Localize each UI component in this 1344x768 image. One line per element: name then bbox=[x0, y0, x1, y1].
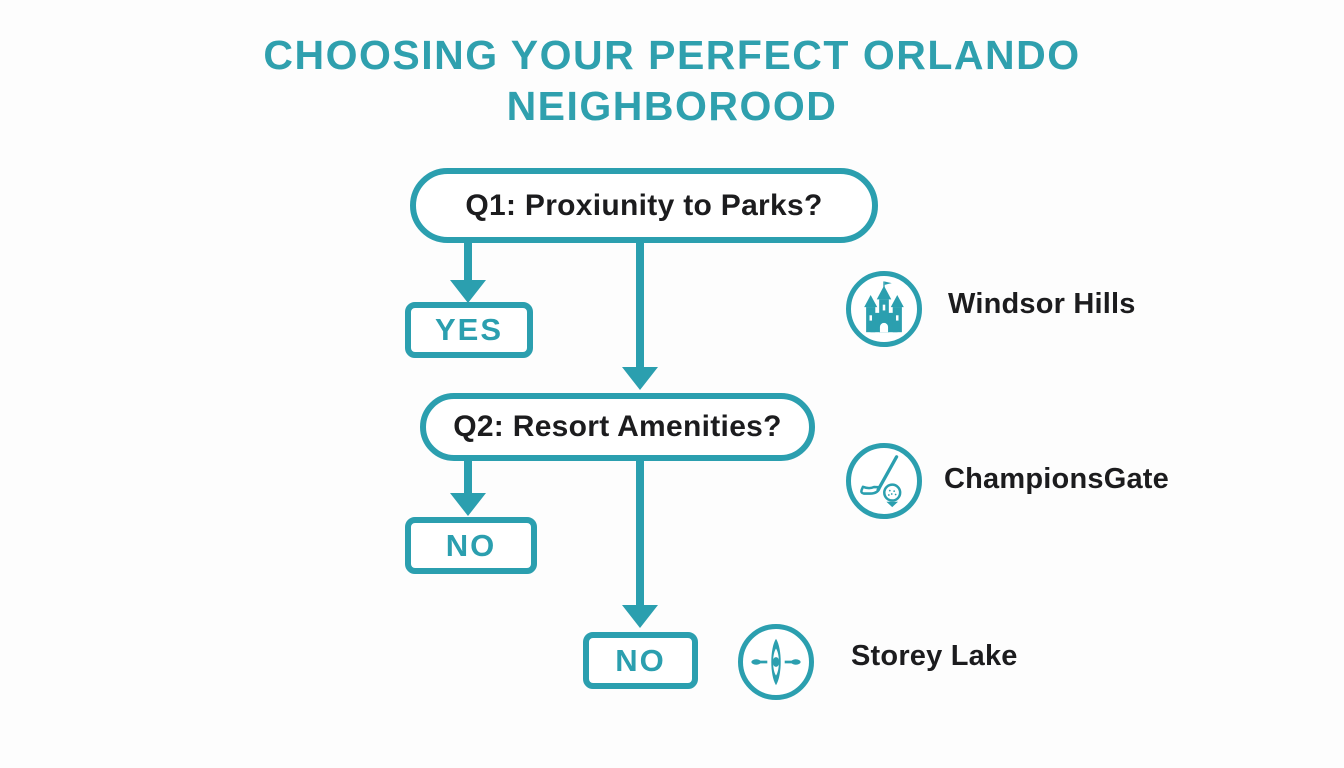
connector-q1-q2 bbox=[636, 241, 644, 369]
q1-label: Q1: Proxiunity to Parks? bbox=[465, 188, 823, 222]
page-title-line2: NEIGHBOROOD bbox=[506, 83, 838, 130]
arrowhead-q2-no2 bbox=[622, 605, 658, 628]
neighborhood-label-windsor-hills: Windsor Hills bbox=[948, 288, 1136, 320]
yes-label: YES bbox=[434, 312, 504, 347]
castle-icon bbox=[846, 271, 922, 347]
neighborhood-label-championsgate: ChampionsGate bbox=[944, 463, 1169, 495]
no2-label: NO bbox=[615, 642, 666, 678]
arrowhead-q2-no bbox=[450, 493, 486, 516]
flowchart-node-no-1: NO bbox=[405, 517, 537, 574]
connector-q2-no bbox=[464, 459, 472, 495]
connector-q1-yes bbox=[464, 241, 472, 282]
flowchart-node-q2: Q2: Resort Amenities? bbox=[420, 393, 815, 461]
page-title-line1: CHOOSING YOUR PERFECT ORLANDO bbox=[263, 32, 1081, 78]
arrowhead-q1-yes bbox=[450, 280, 486, 303]
golf-icon bbox=[846, 443, 922, 519]
flowchart-node-yes: YES bbox=[405, 302, 533, 358]
q2-label: Q2: Resort Amenities? bbox=[453, 410, 782, 443]
connector-q2-no2 bbox=[636, 459, 644, 607]
neighborhood-label-storey-lake: Storey Lake bbox=[851, 640, 1018, 672]
arrowhead-q1-q2 bbox=[622, 367, 658, 390]
page-title: CHOOSING YOUR PERFECT ORLANDO NEIGHBOROO… bbox=[0, 30, 1344, 133]
flowchart-node-q1: Q1: Proxiunity to Parks? bbox=[410, 168, 878, 243]
no1-label: NO bbox=[445, 527, 497, 563]
kayak-icon bbox=[738, 624, 814, 700]
flowchart-node-no-2: NO bbox=[583, 632, 698, 689]
